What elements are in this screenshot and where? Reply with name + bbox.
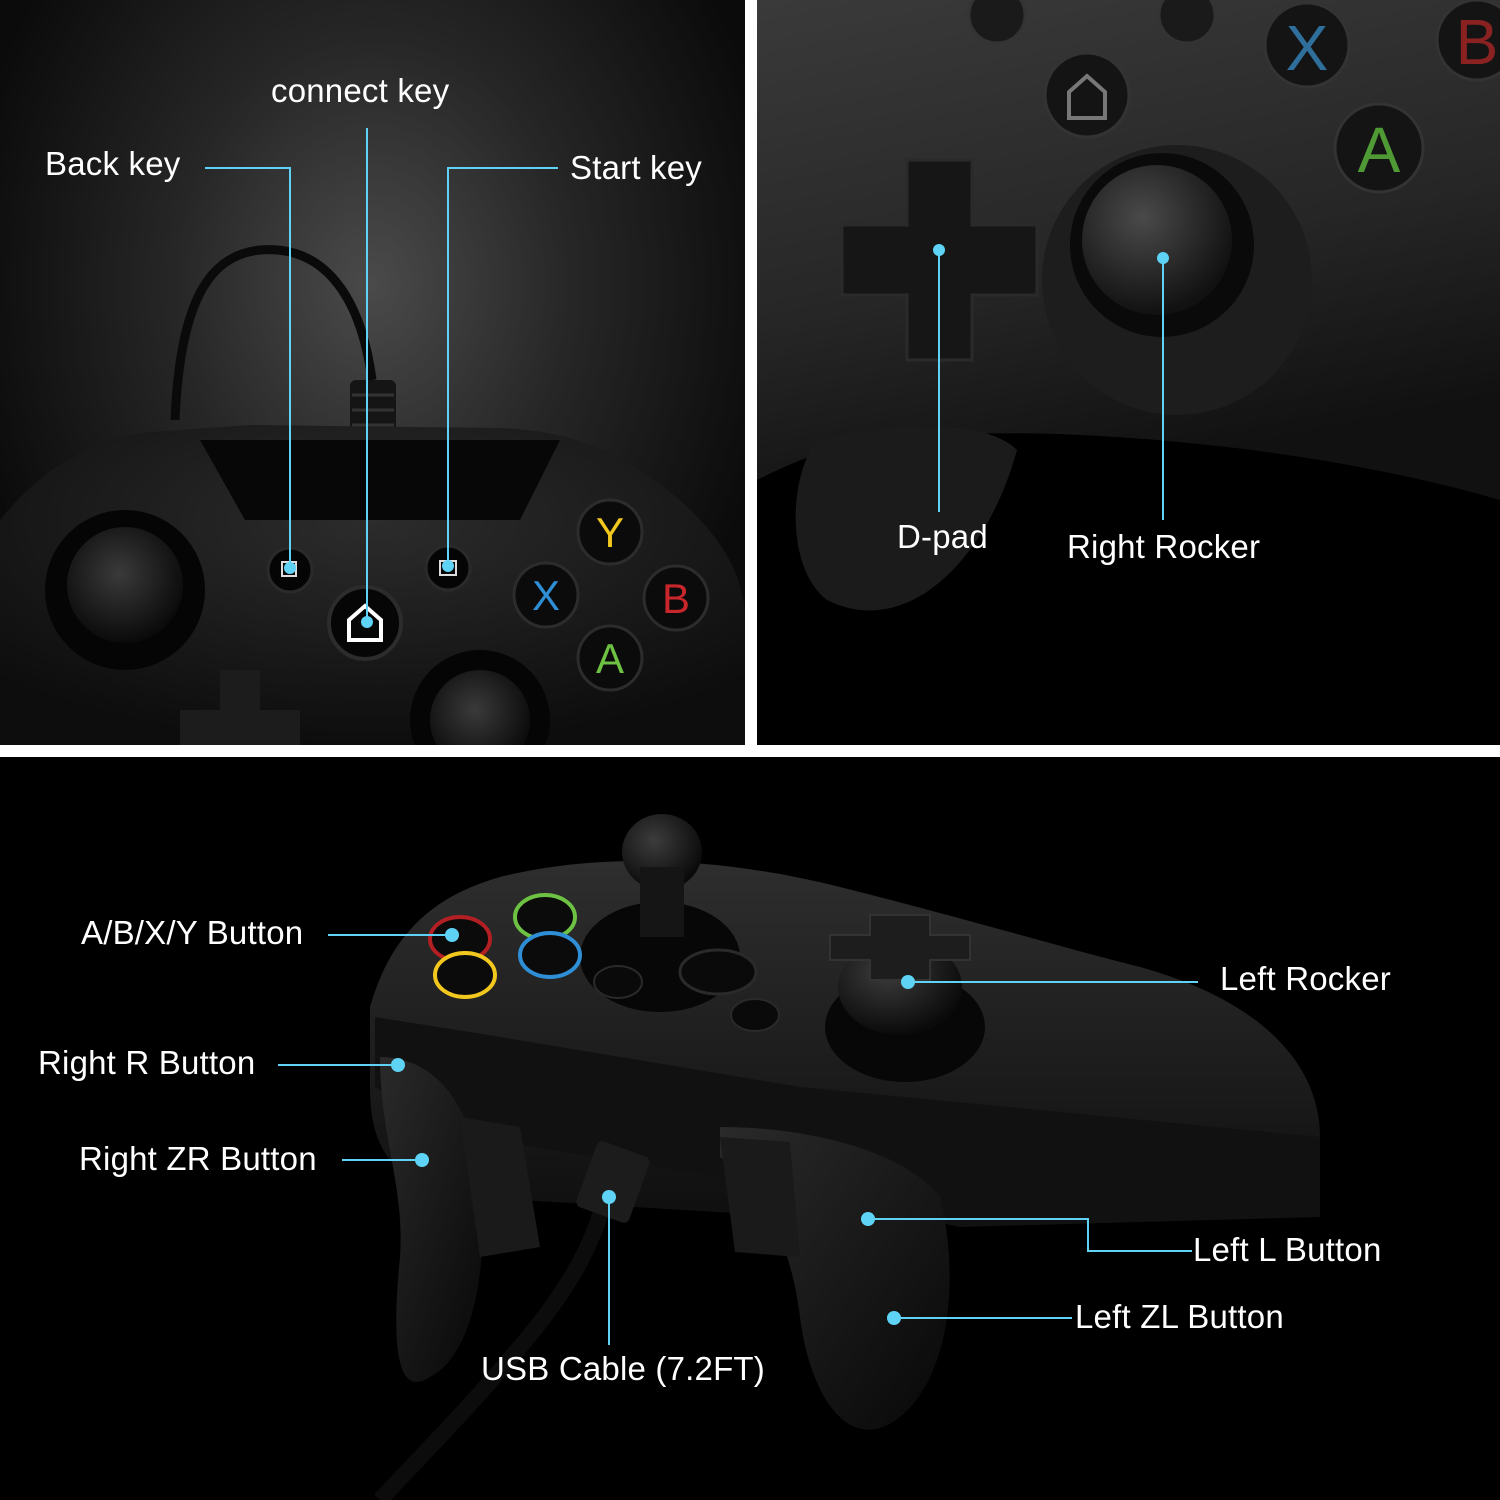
right-grip [380,1057,483,1382]
dpad-top [180,670,300,745]
home-button [1043,51,1131,139]
abxy-button-label: A/B/X/Y Button [81,914,304,951]
x-button-letter: X [532,572,560,619]
y-button [576,498,644,566]
side-view-panel: X A B D-pad Right Rocker [757,0,1500,745]
b-button [1435,0,1500,82]
controller-top-view-illustration: Y X B A [0,245,745,745]
connect-key-label: connect key [271,72,450,109]
start-button [424,544,472,592]
right-r-button-label: Right R Button [38,1044,256,1081]
x-button [1263,1,1351,89]
controller-body [0,425,745,745]
a-button-letter: A [1358,114,1401,186]
menu-button [593,965,643,999]
controller-closeup-illustration: X A B [757,0,1500,611]
y-button [433,951,497,999]
b-button-letter: B [1456,6,1499,78]
x-button-letter: X [1286,12,1329,84]
left-trigger [720,1137,800,1257]
controller-front-view-illustration [370,814,1320,1500]
start-key-label: Start key [570,149,703,186]
right-trigger [460,1117,540,1257]
back-key-label: Back key [45,145,181,182]
dpad-label: D-pad [897,518,988,555]
top-view-panel: Y X B A connect key Back key Start key [0,0,745,745]
left-grip [795,426,1017,611]
dpad [829,914,971,981]
usb-cable-loop [170,245,377,421]
home-button [327,585,403,661]
view-button [730,998,780,1032]
a-button-letter: A [596,635,624,682]
right-thumbstick [1082,165,1232,315]
x-button [518,931,582,979]
left-zl-button-label: Left ZL Button [1075,1298,1284,1335]
y-button-letter: Y [596,509,624,556]
usb-cable-label: USB Cable (7.2FT) [481,1350,765,1387]
cable-strain-relief [576,1141,650,1223]
home-button [678,948,758,996]
right-thumbstick [430,670,530,745]
left-rocker-label: Left Rocker [1220,960,1391,997]
right-rocker-label: Right Rocker [1067,528,1261,565]
back-button [266,546,314,594]
front-shell [375,1017,1320,1227]
right-zr-button-label: Right ZR Button [79,1140,317,1177]
a-button [576,624,644,692]
left-thumbstick [67,527,183,643]
a-button [1333,102,1425,194]
home-icon [347,603,383,642]
left-l-button-label: Left L Button [1193,1231,1382,1268]
b-button-letter: B [662,575,690,622]
home-icon [1067,73,1107,120]
top-bumper-shelf [200,440,560,520]
b-button [642,564,710,632]
front-view-panel: A/B/X/Y Button Right R Button Right ZR B… [0,757,1500,1500]
usb-cable [374,1175,618,1500]
